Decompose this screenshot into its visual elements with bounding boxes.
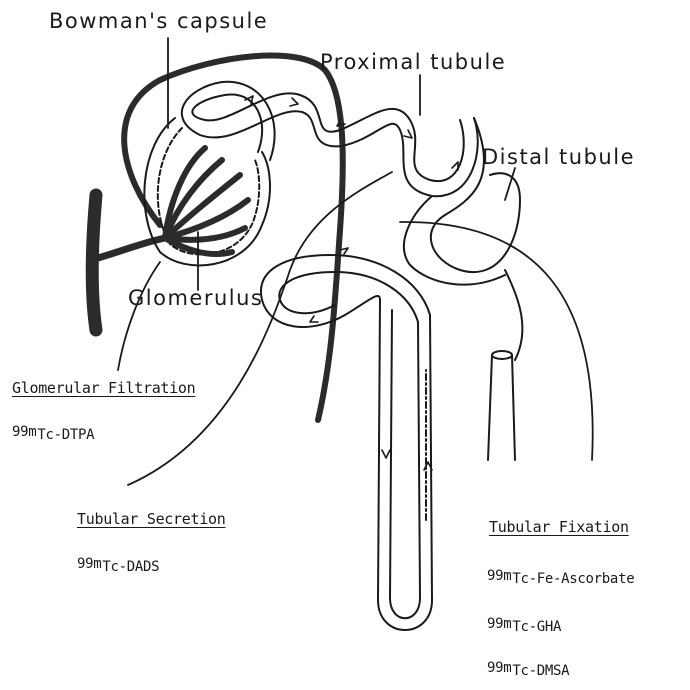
label-distal-tubule: Distal tubule <box>482 147 635 168</box>
glomerulus-tuft <box>165 148 248 254</box>
proximal-tubule-path <box>182 82 478 197</box>
heading-glomerular-filtration: Glomerular Filtration <box>12 381 195 396</box>
heading-tubular-secretion: Tubular Secretion <box>77 512 225 527</box>
label-glomerulus: Glomerulus <box>128 288 263 309</box>
agent-fixation-3: 99mTc-DMSA <box>487 664 569 678</box>
leader-lines <box>118 38 593 485</box>
loop-of-henle <box>378 300 432 630</box>
agent-fixation-2: 99mTc-GHA <box>487 620 561 634</box>
collecting-duct <box>488 270 522 460</box>
label-bowmans-capsule: Bowman's capsule <box>49 11 268 32</box>
agent-secretion-1: 99mTc-DADS <box>77 560 159 574</box>
agent-glomerular-1: 99mTc-DTPA <box>12 428 94 442</box>
heading-tubular-fixation: Tubular Fixation <box>489 520 629 535</box>
label-proximal-tubule: Proximal tubule <box>320 52 506 73</box>
agent-fixation-1: 99mTc-Fe-Ascorbate <box>487 572 634 586</box>
bowmans-capsule-outline <box>144 118 270 265</box>
